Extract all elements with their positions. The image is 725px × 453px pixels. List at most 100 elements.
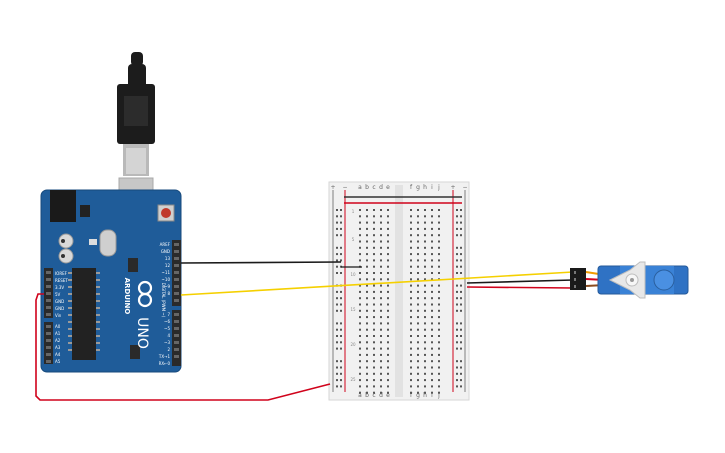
breadboard-hole[interactable]: [373, 366, 375, 369]
rail-hole[interactable]: [460, 234, 462, 237]
breadboard-hole[interactable]: [359, 240, 361, 243]
breadboard-hole[interactable]: [410, 290, 412, 293]
rail-hole[interactable]: [456, 215, 458, 218]
breadboard-hole[interactable]: [359, 379, 361, 382]
breadboard-hole[interactable]: [380, 328, 382, 331]
rail-hole[interactable]: [460, 253, 462, 256]
breadboard-hole[interactable]: [359, 284, 361, 287]
breadboard-hole[interactable]: [373, 391, 375, 394]
rail-hole[interactable]: [340, 272, 342, 274]
breadboard-hole[interactable]: [373, 284, 375, 287]
breadboard-hole[interactable]: [387, 316, 389, 319]
breadboard-hole[interactable]: [387, 246, 389, 249]
breadboard-hole[interactable]: [410, 347, 412, 350]
breadboard-hole[interactable]: [380, 272, 382, 274]
breadboard-hole[interactable]: [424, 278, 426, 281]
breadboard-hole[interactable]: [424, 372, 426, 375]
breadboard-hole[interactable]: [387, 385, 389, 388]
rail-hole[interactable]: [340, 322, 342, 325]
breadboard-hole[interactable]: [359, 353, 361, 356]
breadboard-hole[interactable]: [373, 209, 375, 211]
breadboard-hole[interactable]: [373, 347, 375, 350]
breadboard-hole[interactable]: [366, 347, 368, 350]
rail-hole[interactable]: [340, 259, 342, 262]
breadboard-hole[interactable]: [366, 272, 368, 274]
breadboard-hole[interactable]: [410, 297, 412, 300]
breadboard-hole[interactable]: [424, 360, 426, 363]
rail-hole[interactable]: [460, 372, 462, 375]
breadboard-hole[interactable]: [387, 240, 389, 243]
breadboard-hole[interactable]: [387, 366, 389, 369]
rail-hole[interactable]: [460, 360, 462, 363]
servo-icon[interactable]: [570, 261, 689, 299]
breadboard-hole[interactable]: [438, 272, 440, 274]
breadboard-hole[interactable]: [410, 353, 412, 356]
breadboard-hole[interactable]: [431, 353, 433, 356]
breadboard-hole[interactable]: [417, 227, 419, 230]
breadboard-hole[interactable]: [417, 316, 419, 319]
breadboard-hole[interactable]: [373, 360, 375, 363]
breadboard-hole[interactable]: [380, 234, 382, 237]
rail-hole[interactable]: [340, 347, 342, 350]
breadboard-hole[interactable]: [380, 353, 382, 356]
breadboard-hole[interactable]: [431, 259, 433, 262]
rail-hole[interactable]: [340, 379, 342, 382]
rail-hole[interactable]: [336, 372, 338, 375]
rail-hole[interactable]: [340, 372, 342, 375]
breadboard-hole[interactable]: [438, 209, 440, 211]
rail-hole[interactable]: [460, 290, 462, 293]
breadboard-hole[interactable]: [359, 221, 361, 224]
rail-hole[interactable]: [460, 297, 462, 300]
breadboard-hole[interactable]: [424, 265, 426, 268]
breadboard-hole[interactable]: [417, 265, 419, 268]
breadboard-hole[interactable]: [380, 221, 382, 224]
rail-hole[interactable]: [456, 328, 458, 331]
breadboard-hole[interactable]: [410, 253, 412, 256]
breadboard-hole[interactable]: [417, 303, 419, 306]
breadboard-hole[interactable]: [410, 303, 412, 306]
breadboard-hole[interactable]: [380, 278, 382, 281]
breadboard-hole[interactable]: [438, 391, 440, 394]
breadboard-hole[interactable]: [366, 309, 368, 312]
breadboard-hole[interactable]: [417, 297, 419, 300]
breadboard-hole[interactable]: [366, 391, 368, 394]
breadboard-hole[interactable]: [380, 366, 382, 369]
breadboard-hole[interactable]: [424, 303, 426, 306]
breadboard-hole[interactable]: [373, 379, 375, 382]
rail-hole[interactable]: [340, 297, 342, 300]
breadboard-hole[interactable]: [373, 335, 375, 337]
breadboard-hole[interactable]: [373, 253, 375, 256]
rail-hole[interactable]: [336, 328, 338, 331]
rail-hole[interactable]: [336, 347, 338, 350]
breadboard-hole[interactable]: [424, 272, 426, 274]
rail-hole[interactable]: [456, 322, 458, 325]
breadboard-hole[interactable]: [366, 240, 368, 243]
breadboard-hole[interactable]: [387, 303, 389, 306]
breadboard-hole[interactable]: [387, 341, 389, 344]
breadboard-hole[interactable]: [359, 234, 361, 237]
breadboard-hole[interactable]: [366, 227, 368, 230]
breadboard-hole[interactable]: [410, 372, 412, 375]
rail-hole[interactable]: [460, 215, 462, 218]
breadboard-hole[interactable]: [387, 353, 389, 356]
rail-hole[interactable]: [336, 322, 338, 325]
breadboard-hole[interactable]: [380, 309, 382, 312]
rail-hole[interactable]: [456, 290, 458, 293]
breadboard-hole[interactable]: [366, 221, 368, 224]
breadboard-hole[interactable]: [424, 290, 426, 293]
breadboard-hole[interactable]: [417, 272, 419, 274]
rail-hole[interactable]: [456, 385, 458, 388]
breadboard-hole[interactable]: [438, 240, 440, 243]
rail-hole[interactable]: [456, 227, 458, 230]
breadboard-hole[interactable]: [366, 253, 368, 256]
breadboard-hole[interactable]: [424, 328, 426, 331]
ground-wire[interactable]: [180, 261, 342, 264]
breadboard-hole[interactable]: [373, 353, 375, 356]
breadboard-hole[interactable]: [366, 372, 368, 375]
breadboard-hole[interactable]: [424, 215, 426, 218]
breadboard-hole[interactable]: [431, 385, 433, 388]
rail-hole[interactable]: [456, 297, 458, 300]
rail-hole[interactable]: [336, 259, 338, 262]
breadboard-hole[interactable]: [380, 316, 382, 319]
breadboard-hole[interactable]: [359, 259, 361, 262]
